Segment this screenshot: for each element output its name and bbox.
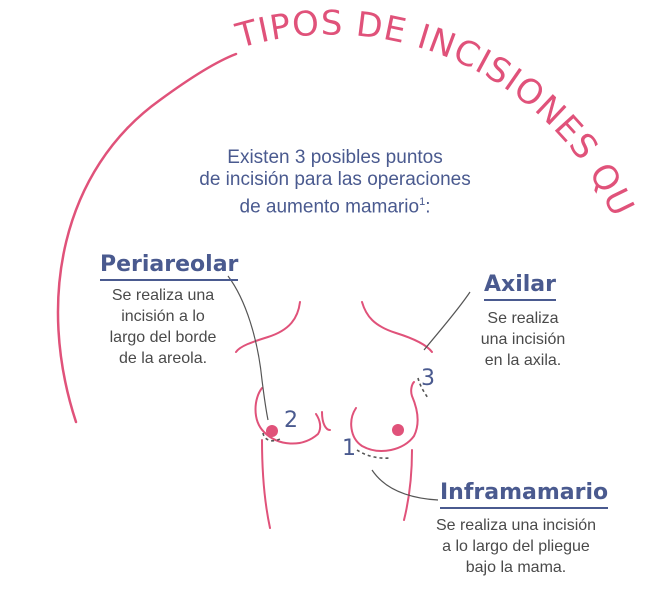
sternum-line xyxy=(321,411,331,431)
periareolar-number: 2 xyxy=(284,408,298,433)
decorative-arc xyxy=(56,52,238,424)
axilar-incision-mark xyxy=(417,377,429,399)
periareolar-line-1: Se realiza una xyxy=(111,287,215,304)
right-breast-outline xyxy=(350,381,419,452)
periareolar-line-4: de la areola. xyxy=(118,350,208,367)
left-body-side xyxy=(261,439,271,529)
right-body-side xyxy=(403,449,413,521)
intro-line-2: de incisión para las operaciones xyxy=(199,169,471,190)
axilar-description: Se realiza una incisión en la axila. xyxy=(456,308,590,371)
torso-illustration xyxy=(235,301,433,529)
leader-lines xyxy=(227,275,471,501)
intro-line-3-text: de aumento mamario xyxy=(239,196,420,218)
inframamario-description: Se realiza una incisión a lo largo del p… xyxy=(408,515,624,578)
periareolar-incision-mark xyxy=(262,432,281,442)
inframamario-line-2: a lo largo del pliegue xyxy=(442,538,590,555)
axilar-number: 3 xyxy=(421,366,435,391)
left-nipple-dot xyxy=(266,425,278,437)
intro-colon: : xyxy=(425,196,431,218)
intro-line-3: de aumento mamario1: xyxy=(170,191,500,218)
axilar-leader xyxy=(423,291,471,351)
inframamario-line-1: Se realiza una incisión xyxy=(435,517,597,534)
inframamario-leader xyxy=(371,469,439,501)
inframamario-incision-mark xyxy=(356,449,391,459)
periareolar-leader xyxy=(227,275,269,421)
footnote-marker: 1 xyxy=(419,196,426,208)
axilar-heading: Axilar xyxy=(484,272,556,301)
axilar-line-1: Se realiza xyxy=(487,310,559,327)
intro-text: Existen 3 posibles puntos de incisión pa… xyxy=(170,147,500,218)
right-clavicle xyxy=(361,301,433,353)
axilar-line-2: una incisión xyxy=(480,331,566,348)
periareolar-heading: Periareolar xyxy=(100,252,239,281)
incision-marks xyxy=(262,377,429,459)
periareolar-line-2: incisión a lo xyxy=(121,308,205,325)
periareolar-description: Se realiza una incisión a lo largo del b… xyxy=(78,285,248,369)
left-breast-outline xyxy=(254,387,322,445)
inframamario-line-3: bajo la mama. xyxy=(465,559,567,576)
periareolar-line-3: largo del borde xyxy=(109,329,217,346)
axilar-line-3: en la axila. xyxy=(484,352,562,369)
inframamario-number: 1 xyxy=(342,436,356,461)
intro-line-1: Existen 3 posibles puntos xyxy=(227,147,443,168)
inframamario-heading: Inframamario xyxy=(440,480,609,509)
right-nipple-dot xyxy=(392,424,404,436)
left-clavicle xyxy=(235,301,301,353)
